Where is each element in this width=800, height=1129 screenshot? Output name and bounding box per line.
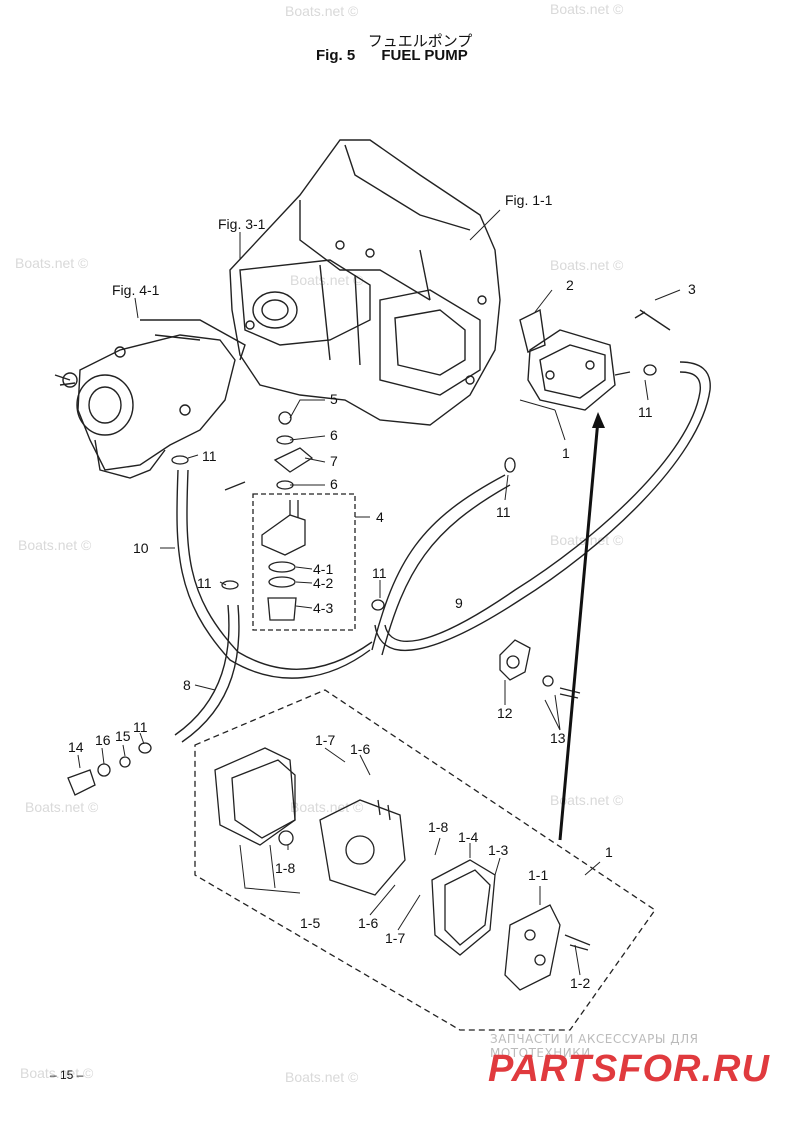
page-number: – 15 – xyxy=(50,1068,84,1082)
leader-lines xyxy=(77,209,681,976)
callout-label[interactable]: 1-6 xyxy=(358,915,378,931)
watermark: Boats.net © xyxy=(15,255,89,271)
callout-label[interactable]: 2 xyxy=(566,277,574,293)
callout-label[interactable]: 1-3 xyxy=(488,842,508,858)
callout-label[interactable]: 9 xyxy=(455,595,463,611)
callout-label[interactable]: 1 xyxy=(562,445,570,461)
page-title: Fig. 5 FUEL PUMP xyxy=(316,47,468,64)
watermarks: Boats.net © Boats.net © Boats.net © Boat… xyxy=(15,1,624,1085)
watermark: Boats.net © xyxy=(25,799,99,815)
watermark: Boats.net © xyxy=(285,3,359,19)
reference-label[interactable]: Fig. 3-1 xyxy=(218,216,266,232)
callout-label[interactable]: 4-3 xyxy=(313,600,333,616)
callout-label[interactable]: 14 xyxy=(68,739,84,755)
callout-label[interactable]: 11 xyxy=(372,565,387,581)
callout-label[interactable]: 4-1 xyxy=(313,561,333,577)
title-japanese: フュエルポンプ xyxy=(367,32,473,50)
callout-label[interactable]: 1-1 xyxy=(528,867,548,883)
callout-label[interactable]: 5 xyxy=(330,391,338,407)
callout-label[interactable]: 3 xyxy=(688,281,696,297)
watermark: Boats.net © xyxy=(20,1065,94,1081)
brand-logo[interactable]: PARTSFOR.RU xyxy=(488,1048,770,1090)
fuel-pump-exploded xyxy=(194,689,656,1031)
callout-label[interactable]: 11 xyxy=(133,719,148,735)
figure-title: FUEL PUMP xyxy=(381,47,468,64)
watermark: Boats.net © xyxy=(290,272,364,288)
watermark: Boats.net © xyxy=(550,257,624,273)
carburetor-assembly xyxy=(54,319,246,479)
tee-fitting-group xyxy=(224,411,356,631)
callout-label[interactable]: 11 xyxy=(197,575,212,591)
callout-label[interactable]: 1-2 xyxy=(570,975,590,991)
callout-label[interactable]: 4-2 xyxy=(313,575,333,591)
callout-label[interactable]: 4 xyxy=(376,509,384,525)
fitting-parts xyxy=(67,639,581,796)
callout-label[interactable]: 6 xyxy=(330,427,338,443)
engine-block xyxy=(229,139,501,426)
callout-label[interactable]: 1-7 xyxy=(315,732,335,748)
callout-label[interactable]: 11 xyxy=(496,504,511,520)
watermark: Boats.net © xyxy=(18,537,92,553)
reference-label[interactable]: Fig. 4-1 xyxy=(112,282,160,298)
assembly-arrow xyxy=(558,419,600,841)
callout-label[interactable]: 6 xyxy=(330,476,338,492)
fuel-hoses xyxy=(174,361,711,743)
callout-label[interactable]: 11 xyxy=(202,448,217,464)
callout-label[interactable]: 7 xyxy=(330,453,338,469)
brand-tagline: ЗАПЧАСТИ И АКСЕССУАРЫ ДЛЯ МОТОТЕХНИКИ xyxy=(490,1032,699,1060)
watermark: Boats.net © xyxy=(550,1,624,17)
callout-label[interactable]: 10 xyxy=(133,540,149,556)
callout-label[interactable]: 1-8 xyxy=(428,819,448,835)
hose-clamps xyxy=(138,364,657,754)
callout-label[interactable]: 12 xyxy=(497,705,513,721)
callout-label[interactable]: 1-6 xyxy=(350,741,370,757)
callout-label[interactable]: 1-4 xyxy=(458,829,478,845)
watermark: Boats.net © xyxy=(550,792,624,808)
callout-label[interactable]: 1 xyxy=(605,844,613,860)
callout-label[interactable]: 1-7 xyxy=(385,930,405,946)
callout-label[interactable]: 15 xyxy=(115,728,131,744)
assembly-arrow-head xyxy=(592,412,605,428)
callout-label[interactable]: 13 xyxy=(550,730,566,746)
watermark: Boats.net © xyxy=(285,1069,359,1085)
callout-label[interactable]: 8 xyxy=(183,677,191,693)
callout-label[interactable]: 1-5 xyxy=(300,915,320,931)
reference-label[interactable]: Fig. 1-1 xyxy=(505,192,553,208)
fuel-pump-upper xyxy=(519,308,671,411)
figure-number: Fig. 5 xyxy=(316,47,356,64)
callout-label[interactable]: 11 xyxy=(638,404,653,420)
watermark: Boats.net © xyxy=(290,799,364,815)
callout-label[interactable]: 1-8 xyxy=(275,860,295,876)
callout-label[interactable]: 16 xyxy=(95,732,111,748)
